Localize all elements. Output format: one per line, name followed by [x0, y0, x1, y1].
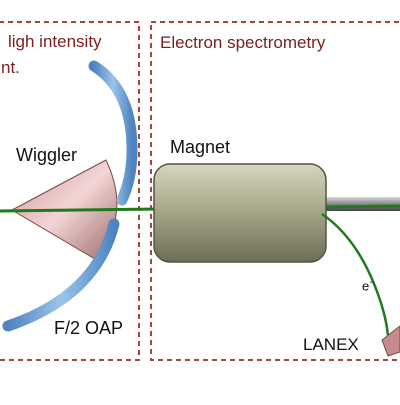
electron-charge: − — [369, 277, 375, 287]
electron-symbol: e — [362, 278, 370, 294]
wiggler-label: Wiggler — [16, 145, 78, 165]
lanex-screen — [381, 325, 400, 357]
lanex-label: LANEX — [303, 335, 359, 354]
left-panel-frame — [0, 21, 140, 361]
oap-mirror-lower — [2, 218, 120, 332]
magnet-body — [153, 163, 327, 263]
beam-pipe — [320, 197, 400, 211]
oap-label: F/2 OAP — [54, 318, 124, 338]
left-panel-title-line1: ligh intensity — [8, 32, 102, 51]
electron-label: e− — [362, 277, 375, 294]
right-panel-title: Electron spectrometry — [160, 33, 326, 52]
left-panel-title-line2: nt. — [1, 58, 20, 77]
oap-mirror-upper — [88, 60, 138, 206]
magnet-label: Magnet — [170, 137, 231, 157]
electron-trajectory — [321, 212, 390, 353]
right-panel-frame — [150, 21, 400, 361]
